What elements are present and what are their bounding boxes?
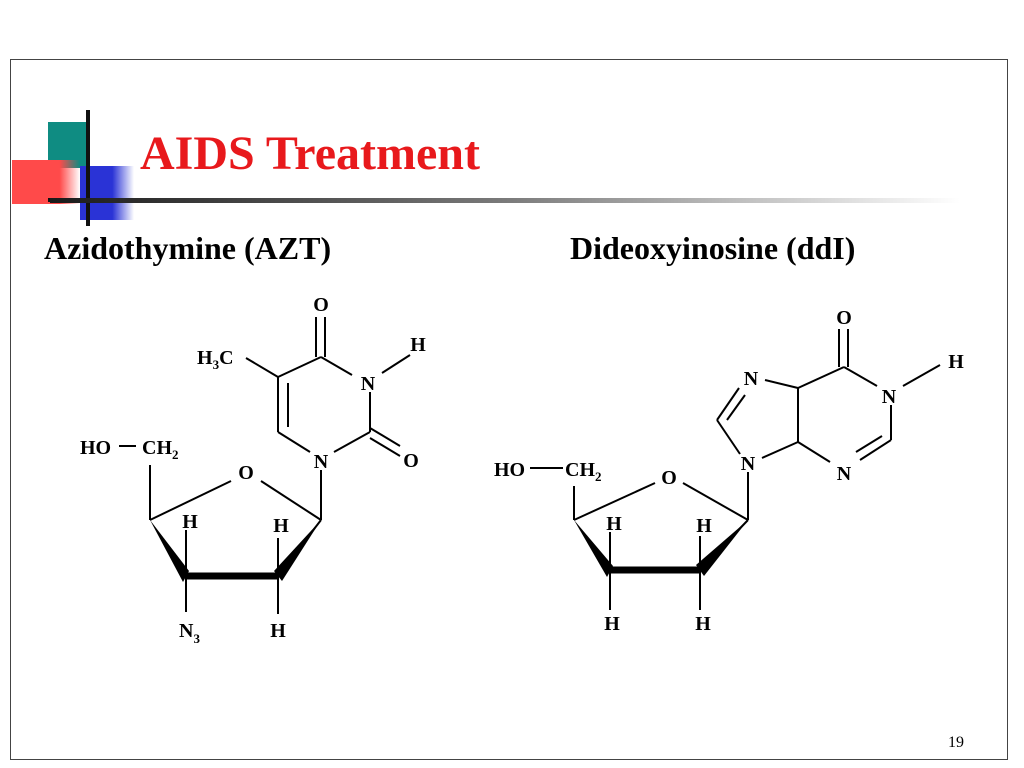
azt-label-h-nh: H: [410, 334, 426, 356]
ddi-label-ch2: CH2: [565, 459, 602, 484]
ddi-label-h-c2-down: H: [695, 613, 711, 635]
ddi-label-n9: N: [741, 453, 756, 475]
ddi-label-h-c3-up: H: [606, 513, 622, 535]
azt-structure: [119, 317, 411, 614]
ddi-label-o-top: O: [836, 307, 852, 329]
slide-frame: [10, 59, 1008, 760]
page-number: 19: [948, 734, 964, 751]
azt-name: Azidothymine (AZT): [44, 230, 332, 266]
azt-label-ho: HO: [80, 437, 111, 459]
azt-label-o-right: O: [403, 450, 419, 472]
slide-title: AIDS Treatment: [140, 127, 480, 180]
azt-label-n3: N: [361, 373, 376, 395]
azt-label-ch2: CH2: [142, 437, 179, 462]
ddi-wedge-right: [696, 520, 748, 576]
ddi-wedge-left: [574, 520, 613, 577]
ddi-label-h-nh: H: [948, 351, 964, 373]
azt-wedge-left: [150, 520, 189, 582]
ddi-name: Dideoxyinosine (ddI): [570, 230, 856, 266]
ddi-label-n3: N: [837, 463, 852, 485]
azt-label-n1: N: [314, 451, 329, 473]
ddi-label-ho: HO: [494, 459, 525, 481]
title-underline: [50, 198, 960, 203]
azt-label-methyl: H3C: [197, 347, 234, 372]
ddi-label-h-c2-up: H: [696, 515, 712, 537]
azt-label-h-c2-down: H: [270, 620, 286, 642]
decor-red-square: [12, 160, 80, 204]
ddi-label-n7: N: [744, 368, 759, 390]
azt-label-ring-o: O: [238, 462, 254, 484]
azt-label-h-c3-up: H: [182, 511, 198, 533]
azt-wedge-right: [274, 520, 321, 581]
ddi-label-ring-o: O: [661, 467, 677, 489]
ddi-structure: [530, 329, 941, 610]
azt-label-o-top: O: [313, 294, 329, 316]
ddi-label-h-c3-down: H: [604, 613, 620, 635]
decor-vertical-line: [86, 110, 90, 226]
azt-label-azide: N3: [179, 620, 200, 646]
azt-label-h-c2-up: H: [273, 515, 289, 537]
ddi-label-n1: N: [882, 386, 897, 408]
